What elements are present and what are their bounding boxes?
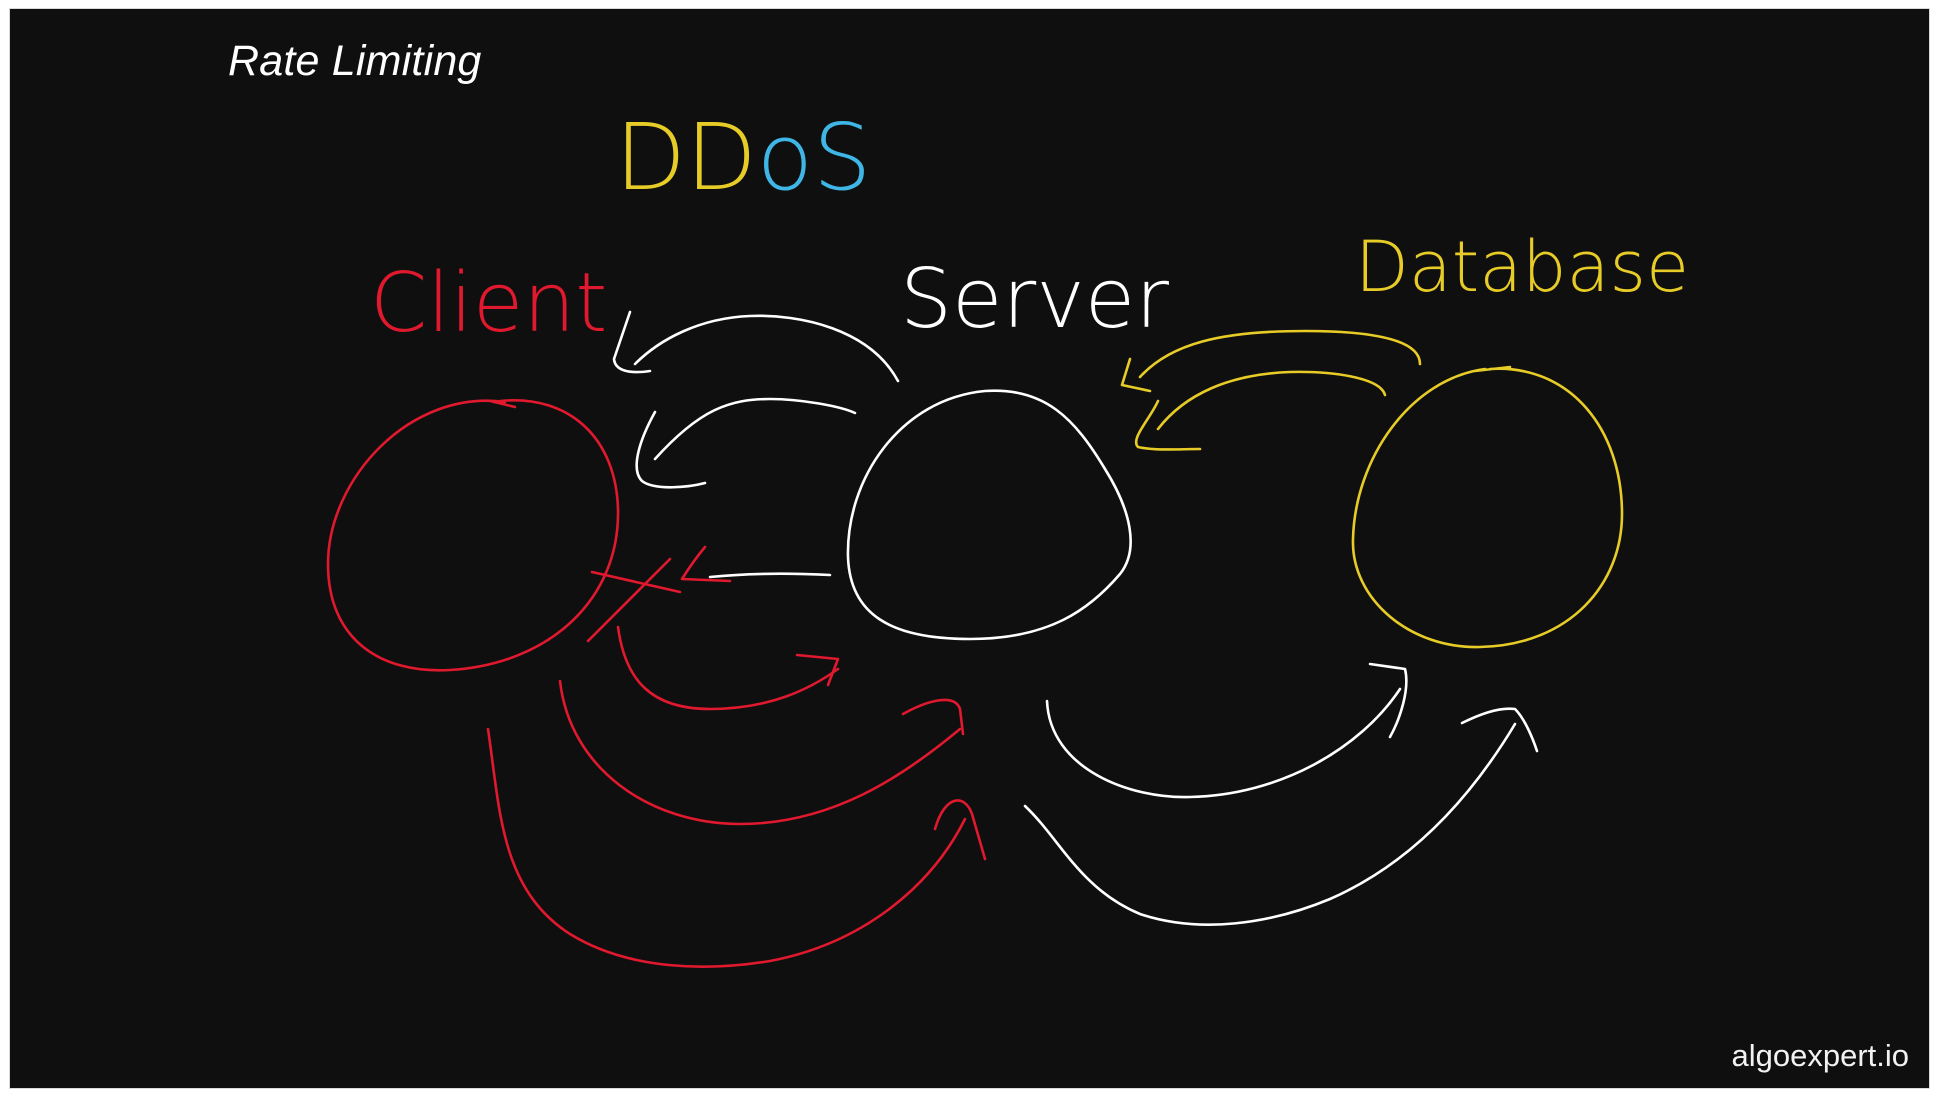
white-arrow-1 [633,314,900,383]
yellow-arrow-1-head [1120,357,1152,393]
white-arrow-blocked [708,572,832,579]
red-arrow-3 [486,727,967,968]
watermark: algoexpert.io [1731,1038,1909,1073]
white-arrow-4 [1023,722,1517,926]
white-arrow-3 [1045,687,1402,799]
slide-canvas: DDoS Client Server Database [10,9,1929,1088]
white-arrow-1-head [612,310,652,374]
client-to-server-arrows [486,625,987,968]
blocked-arrow-head [680,545,732,583]
red-arrow-1-head [795,653,840,687]
yellow-arrow-1 [1138,329,1422,379]
database-label: Database [1355,226,1689,308]
white-arrow-2 [653,397,857,461]
client-circle [326,398,620,672]
database-to-server-arrows [1120,329,1422,451]
red-arrow-1 [616,625,840,711]
block-cross-stroke-1 [590,570,682,594]
red-arrow-2-head [901,698,965,736]
white-arrow-4-head [1460,707,1539,753]
whiteboard-drawing: DDoS Client Server Database [326,104,1689,968]
ddos-annotation: DDoS [615,104,871,211]
ddos-part-2: oS [757,104,872,211]
client-label: Client [370,256,607,351]
block-cross-stroke-2 [586,557,672,643]
server-to-database-arrows [1023,662,1539,926]
white-arrow-3-head [1368,662,1408,739]
slide-title: Rate Limiting [228,37,482,85]
red-arrow-2 [558,679,962,826]
server-circle [846,389,1132,641]
server-to-client-arrows [612,310,900,579]
ddos-part-1: DD [615,104,757,211]
server-label: Server [900,252,1169,347]
blocked-request-mark [586,545,732,643]
database-circle [1351,365,1624,649]
yellow-arrow-2-head [1134,399,1202,451]
yellow-arrow-2 [1156,370,1387,431]
white-arrow-2-head [635,410,707,489]
red-arrow-3-head [933,799,987,861]
